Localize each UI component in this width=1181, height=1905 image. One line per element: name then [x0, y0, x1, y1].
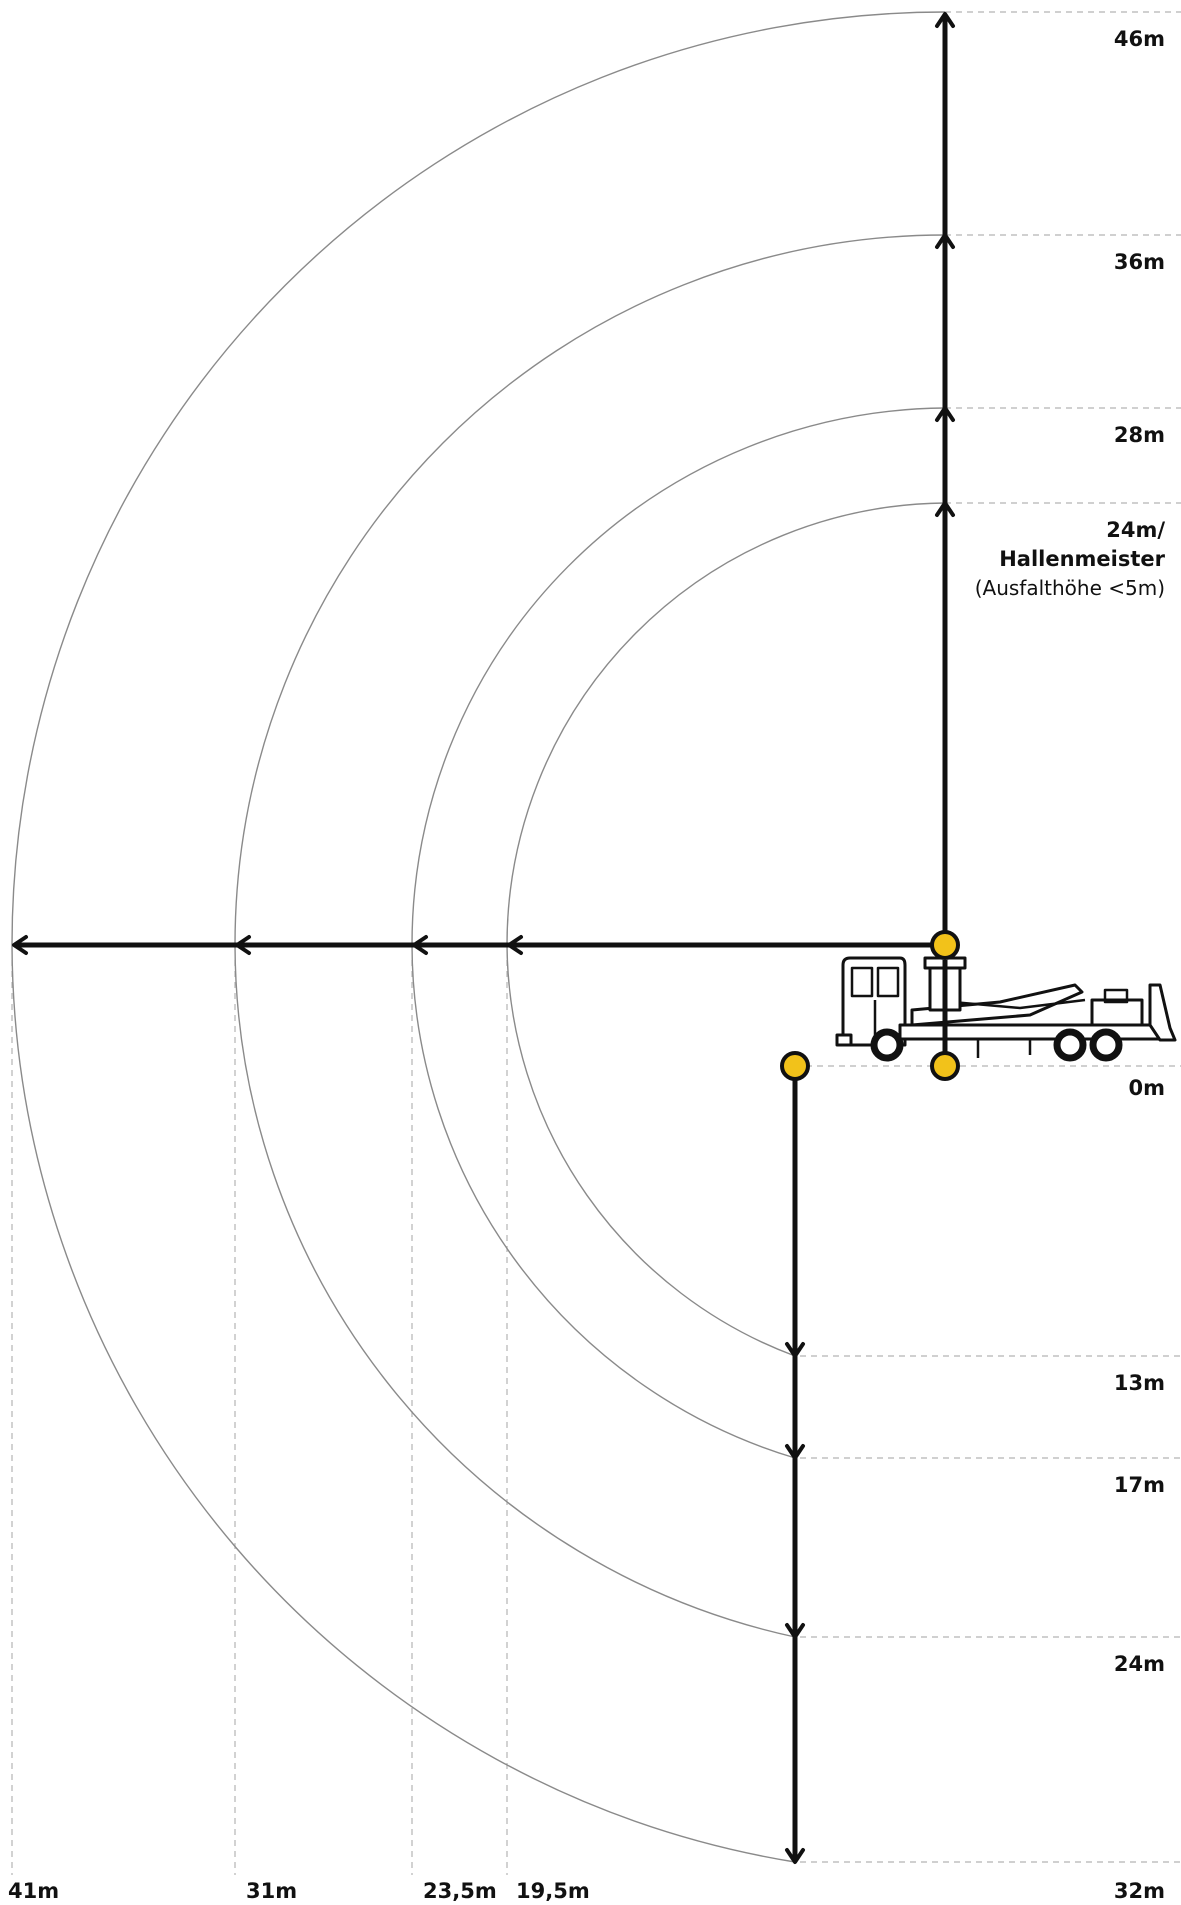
arrow-head-31m: [235, 935, 251, 955]
front-wheel: [870, 1028, 904, 1062]
arc-36m: [234, 234, 946, 1638]
arrow-head-23-5m: [412, 935, 428, 955]
label-13m: 13m: [1114, 1371, 1165, 1395]
rear-box-inner: [1103, 988, 1129, 1004]
label-23-5m: 23,5m: [423, 1879, 497, 1903]
reach-guides: [11, 960, 508, 1875]
label-28m: 28m: [1114, 423, 1165, 447]
pivot-marker-top: [930, 930, 960, 960]
truck-chassis: [898, 1023, 1167, 1041]
label-0m: 0m: [1129, 1076, 1166, 1100]
label-ausfalthoehe: (Ausfalthöhe <5m): [975, 576, 1165, 600]
pivot-markers: [780, 930, 960, 1081]
arrow-head-46m: [935, 12, 955, 28]
arc-28m: [411, 407, 946, 1459]
rear-box: [1090, 998, 1144, 1027]
height-labels: 46m 36m 28m 24m/ Hallenmeister (Ausfalth…: [975, 27, 1166, 1100]
cab-bumper: [835, 1033, 853, 1047]
arrow-head-17m: [785, 1444, 805, 1460]
label-hallenmeister: Hallenmeister: [999, 547, 1165, 571]
label-24m: 24m/: [1106, 518, 1165, 542]
arrow-head-41m: [12, 935, 28, 955]
label-17m: 17m: [1114, 1473, 1165, 1497]
label-24m-depth: 24m: [1114, 1652, 1165, 1676]
label-19-5m: 19,5m: [516, 1879, 590, 1903]
rear-wheel-2: [1089, 1028, 1123, 1062]
reach-arcs: [11, 11, 946, 1863]
arc-46m: [11, 11, 946, 1863]
arrow-head-36m: [935, 233, 955, 249]
arrow-head-24m: [935, 501, 955, 517]
arrow-head-32m: [785, 1848, 805, 1864]
reach-arrow: [12, 935, 945, 955]
label-31m: 31m: [246, 1879, 297, 1903]
depth-labels: 13m 17m 24m 32m: [1114, 1371, 1165, 1903]
height-guides: [795, 11, 1181, 1863]
cab-window-right: [876, 966, 900, 998]
rear-rail: [1148, 983, 1177, 1042]
arrow-head-19-5m: [507, 935, 523, 955]
rear-wheel-1: [1053, 1028, 1087, 1062]
truck-icon: [835, 956, 1177, 1062]
depth-arrow: [785, 1066, 805, 1864]
label-32m: 32m: [1114, 1879, 1165, 1903]
reach-labels: 41m 31m 23,5m 19,5m: [8, 1879, 590, 1903]
arrow-head-24m-depth: [785, 1623, 805, 1639]
arrow-head-28m: [935, 406, 955, 422]
arc-24m: [506, 502, 946, 1357]
label-36m: 36m: [1114, 250, 1165, 274]
pivot-marker-below: [780, 1051, 810, 1081]
arrow-head-13m: [785, 1342, 805, 1358]
label-41m: 41m: [8, 1879, 59, 1903]
pivot-marker-ground: [930, 1051, 960, 1081]
label-46m: 46m: [1114, 27, 1165, 51]
height-arrow: [935, 12, 955, 944]
cab-window-left: [850, 966, 874, 998]
